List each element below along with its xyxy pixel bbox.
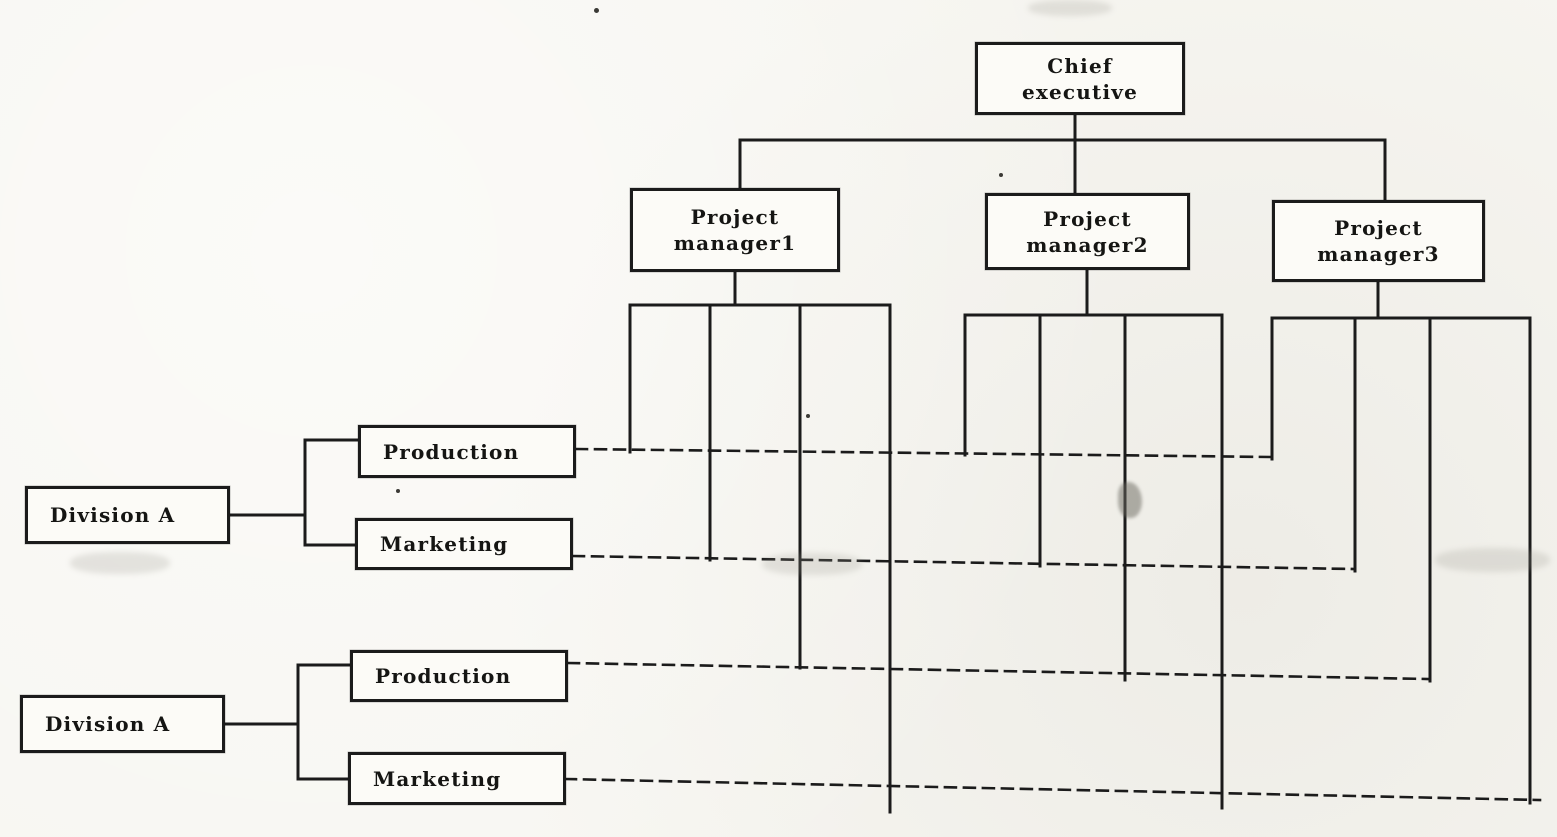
chief-executive-label-line1: Chief (1047, 53, 1113, 78)
project-manager-2-box: Project manager2 (985, 193, 1190, 270)
project-manager-1-label-line2: manager1 (673, 231, 797, 255)
project-manager-3-label-line1: Project (1334, 216, 1423, 240)
division-a-top-connector (228, 438, 360, 547)
marketing-top-label: Marketing (380, 532, 509, 556)
pm1-matrix-lines (628, 270, 892, 814)
chief-executive-box: Chief executive (975, 42, 1185, 115)
production-top-dashed-line (574, 447, 1272, 459)
marketing-bottom-box: Marketing (348, 752, 566, 805)
scan-artifact (1435, 548, 1550, 572)
project-manager-1-label-line1: Project (690, 205, 780, 229)
chief-executive-label-line2: executive (1021, 79, 1139, 104)
scan-artifact (594, 8, 599, 13)
marketing-top-dashed-line (571, 554, 1355, 571)
project-manager-3-box: Project manager3 (1272, 200, 1485, 282)
production-bottom-label: Production (375, 664, 512, 688)
marketing-bottom-dashed-line (563, 777, 1542, 802)
division-a-bottom-box: Division A (20, 695, 225, 753)
scan-artifact (806, 414, 810, 418)
division-a-top-box: Division A (25, 486, 230, 544)
project-manager-2-label-line1: Project (1043, 206, 1132, 231)
pm3-matrix-lines (1270, 280, 1532, 805)
scan-artifact (396, 489, 400, 493)
chief-to-managers-connector (738, 113, 1387, 202)
scan-artifact (1118, 482, 1142, 518)
project-manager-2-label-line2: manager2 (1026, 232, 1149, 257)
production-bottom-dashed-line (566, 661, 1430, 681)
project-manager-3-label-line2: manager3 (1317, 242, 1440, 266)
production-bottom-box: Production (350, 650, 568, 702)
scan-artifact (70, 552, 170, 574)
production-top-box: Production (358, 425, 576, 478)
scan-artifact (999, 173, 1003, 177)
pm2-matrix-lines (963, 268, 1224, 810)
scan-artifact (762, 553, 862, 575)
division-a-top-label: Division A (50, 503, 176, 527)
division-a-bottom-connector (223, 663, 352, 781)
production-top-label: Production (383, 439, 520, 464)
project-manager-1-box: Project manager1 (630, 188, 840, 272)
scan-artifact (1028, 0, 1112, 16)
marketing-top-box: Marketing (355, 518, 573, 570)
marketing-bottom-label: Marketing (373, 766, 502, 791)
division-a-bottom-label: Division A (45, 712, 171, 736)
